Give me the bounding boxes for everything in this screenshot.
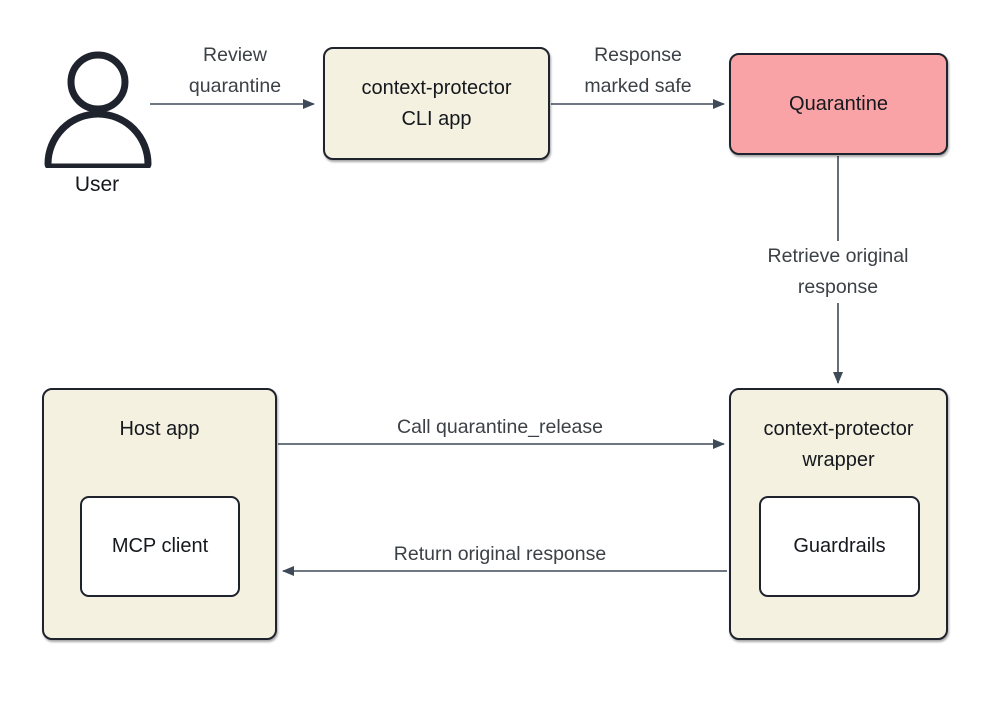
- user-node-label: User: [74, 173, 120, 196]
- retrieve-original-label: Retrieve original response: [728, 241, 948, 303]
- wrapper-label-line1: context-protector: [763, 418, 914, 440]
- mcp-client-label: MCP client: [111, 535, 209, 557]
- user-icon: [44, 51, 152, 168]
- call-quarantine-release-label: Call quarantine_release: [397, 416, 603, 438]
- guardrails-label: Guardrails: [793, 535, 886, 557]
- cli-app-label-line2: CLI app: [401, 107, 472, 130]
- cli-app-node: context-protector CLI app: [323, 47, 550, 160]
- guardrails-node: Guardrails: [759, 496, 920, 597]
- quarantine-node-label: Quarantine: [789, 92, 888, 115]
- response-marked-safe-label: Response marked safe: [584, 44, 692, 97]
- review-quarantine-label: Review quarantine: [188, 44, 282, 97]
- mcp-client-node: MCP client: [80, 496, 240, 597]
- wrapper-label-line2: wrapper: [802, 449, 875, 471]
- quarantine-node: Quarantine: [729, 53, 948, 155]
- cli-app-label-line1: context-protector: [361, 76, 512, 99]
- return-original-response-label: Return original response: [393, 543, 607, 565]
- host-app-label: Host app: [119, 418, 200, 440]
